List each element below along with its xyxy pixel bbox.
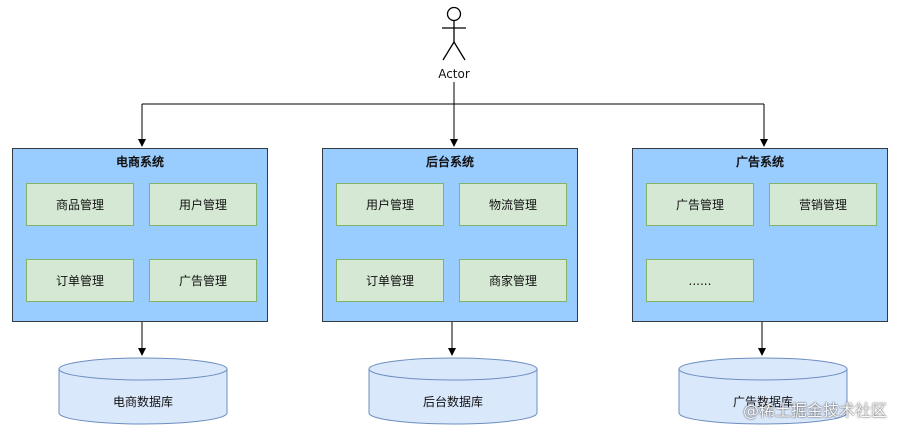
actor-label: Actor xyxy=(438,67,470,81)
module-box: 物流管理 xyxy=(459,183,567,226)
system-title: 电商系统 xyxy=(115,155,164,169)
database-label: 电商数据库 xyxy=(112,395,173,409)
module-box: 订单管理 xyxy=(26,259,134,302)
module-box: 广告管理 xyxy=(646,183,754,226)
module-box: 用户管理 xyxy=(149,183,257,226)
system-title: 后台系统 xyxy=(425,155,474,169)
database-label: 广告数据库 xyxy=(732,395,793,409)
watermark-text: @稀土掘金技术社区 xyxy=(742,401,887,420)
database-ads: 广告数据库 xyxy=(678,357,848,425)
system-ecommerce: 电商系统 商品管理 用户管理 订单管理 广告管理 xyxy=(12,148,268,322)
module-box: 营销管理 xyxy=(769,183,877,226)
database-cylinder-icon xyxy=(58,357,228,425)
module-box: 用户管理 xyxy=(336,183,444,226)
module-box: 商家管理 xyxy=(459,259,567,302)
database-backend: 后台数据库 xyxy=(368,357,538,425)
system-backend: 后台系统 用户管理 物流管理 订单管理 商家管理 xyxy=(322,148,578,322)
actor-stick-figure-icon xyxy=(442,6,466,61)
module-box: ...... xyxy=(646,259,754,302)
system-ads: 广告系统 广告管理 营销管理 ...... xyxy=(632,148,888,322)
database-cylinder-icon xyxy=(678,357,848,425)
module-box: 商品管理 xyxy=(26,183,134,226)
database-label: 后台数据库 xyxy=(422,395,483,409)
database-ecommerce: 电商数据库 xyxy=(58,357,228,425)
module-box: 广告管理 xyxy=(149,259,257,302)
system-title: 广告系统 xyxy=(735,155,784,169)
database-cylinder-icon xyxy=(368,357,538,425)
module-box: 订单管理 xyxy=(336,259,444,302)
